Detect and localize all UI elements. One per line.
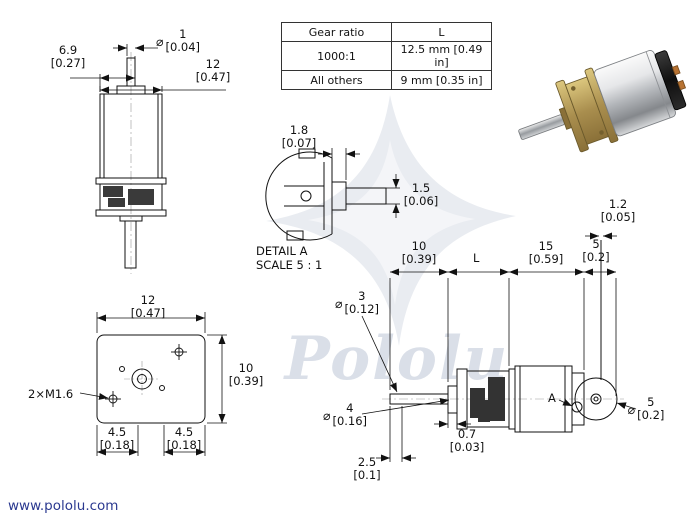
front-pinion-shaft <box>126 57 136 87</box>
dim-hole-offset-right-label: 4.5[0.18] <box>166 425 202 452</box>
gear-ratio-table: Gear ratio L 1000:1 12.5 mm [0.49 in] Al… <box>281 22 492 90</box>
front-bushing <box>119 215 143 222</box>
side-end-cap <box>571 372 585 426</box>
photo-back-plate <box>584 67 619 144</box>
detail-a-caption: DETAIL A SCALE 5 : 1 <box>256 244 323 272</box>
length-header: L <box>391 22 492 42</box>
front-end-bell <box>116 85 146 95</box>
thread-callout-label: 2×M1.6 <box>28 387 74 401</box>
dim-cap-length-label: 5[0.2] <box>582 237 610 264</box>
face-mounting-hole <box>171 344 187 360</box>
length-cell: 12.5 mm [0.49 in] <box>391 41 492 71</box>
detail-shaft <box>345 187 387 205</box>
dim-cap-width-label: 6.9[0.27] <box>50 43 86 70</box>
front-output-shaft <box>124 220 137 269</box>
photo-end-cap <box>654 50 687 111</box>
side-rear-circle <box>574 377 618 421</box>
gear-ratio-header: Gear ratio <box>281 22 392 42</box>
dim-face-width-label: 12[0.47] <box>130 293 166 320</box>
dim-rear-boss-diameter-label: ⌀ 5[0.2] <box>627 395 665 422</box>
face-mounting-hole <box>105 391 121 407</box>
dim-detail-boss-label: 1.8[0.07] <box>281 123 317 150</box>
dim-output-shaft-diameter-label: ⌀ 3[0.12] <box>334 289 380 316</box>
table-header-row: Gear ratio L <box>281 22 492 42</box>
face-shaft-hole <box>131 368 153 390</box>
diameter-symbol: ⌀ <box>155 33 164 49</box>
dim-bushing-diameter-label: ⌀ 4[0.16] <box>322 401 368 428</box>
front-view-drawing <box>95 52 167 274</box>
dim-shaft-diameter-label: ⌀ 1[0.04] <box>155 27 201 54</box>
gear-ratio-cell: All others <box>281 70 392 90</box>
side-output-shaft <box>389 393 449 405</box>
diameter-symbol: ⌀ <box>627 401 636 417</box>
front-gearbox-plate-bottom <box>95 209 167 217</box>
diameter-symbol: ⌀ <box>334 295 343 311</box>
side-back-plate <box>508 368 516 430</box>
front-motor-body <box>99 93 163 179</box>
photo-gearbox <box>564 76 610 145</box>
photo-front-plate <box>555 79 589 153</box>
dim-motor-length-label: 15[0.59] <box>528 239 564 266</box>
dim-shaft-length-label: 10[0.39] <box>401 239 437 266</box>
photo-terminal <box>677 79 687 91</box>
dim-terminal-label: 1.2[0.05] <box>600 197 636 224</box>
front-gearbox <box>99 183 163 211</box>
detail-a-target <box>571 401 583 413</box>
side-motor-body <box>514 365 573 433</box>
photo-washer <box>558 107 573 130</box>
face-outline <box>96 334 206 424</box>
diameter-symbol: ⌀ <box>322 407 331 423</box>
length-cell: 9 mm [0.35 in] <box>391 70 492 90</box>
gear-ratio-cell: 1000:1 <box>281 41 392 71</box>
dim-face-height-label: 10[0.39] <box>228 361 264 388</box>
photo-terminal <box>671 64 681 76</box>
detail-a-drawing <box>265 148 387 241</box>
dim-gearbox-length-label: L <box>473 251 480 265</box>
photo-motor-can <box>593 50 676 137</box>
face-view-drawing <box>96 334 206 424</box>
pololu-swoosh-inner <box>308 140 475 305</box>
detail-a-dimension-lines <box>318 148 400 218</box>
dim-body-width-label: 12[0.47] <box>195 57 231 84</box>
dim-shaft-flat-label: 2.5[0.1] <box>353 455 381 482</box>
website-url: www.pololu.com <box>8 498 119 514</box>
dim-hole-offset-left-label: 4.5[0.18] <box>99 425 135 452</box>
table-row: All others 9 mm [0.35 in] <box>281 70 492 90</box>
detail-bushing <box>331 181 347 211</box>
photo-output-shaft <box>518 114 565 140</box>
detail-a-marker-label: A <box>548 391 556 405</box>
front-gearbox-plate-top <box>95 177 167 185</box>
dim-detail-shaft-label: 1.5[0.06] <box>403 181 439 208</box>
dim-washer-label: 0.7[0.03] <box>449 427 485 454</box>
watermark-text: Pololu <box>284 324 510 394</box>
table-row: 1000:1 12.5 mm [0.49 in] <box>281 41 492 71</box>
